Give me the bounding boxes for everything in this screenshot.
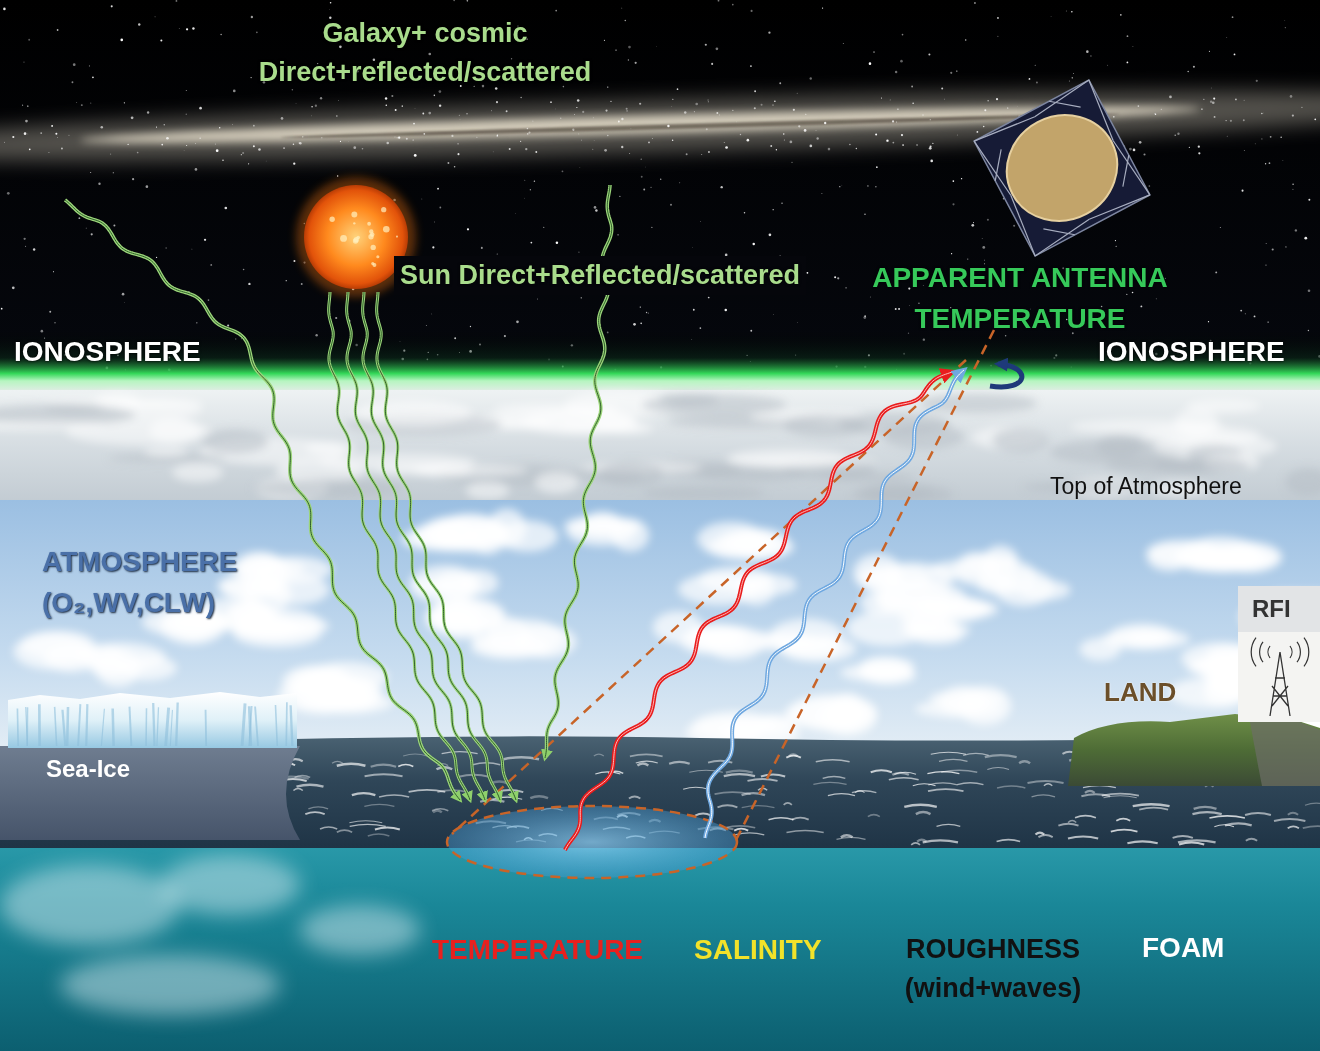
island [1068,714,1320,786]
label-box: Top of Atmosphere [1050,470,1242,503]
rfi-tower-icon [1238,586,1320,722]
label-text: APPARENT ANTENNA TEMPERATURE [830,258,1210,339]
label-text: Galaxy+ cosmic Direct+reflected/scattere… [205,14,645,92]
label-text: FOAM [1142,928,1224,969]
underwater-ice [0,855,420,1015]
label-text: RFI [1252,592,1291,627]
label-text: Sun Direct+Reflected/scattered [394,256,806,295]
label-text: LAND [1104,674,1176,712]
space-background [0,0,1320,500]
label-box: IONOSPHERE [14,332,201,373]
label-text: Top of Atmosphere [1050,470,1242,503]
sea-ice-surface [0,746,300,840]
label-box: Galaxy+ cosmic Direct+reflected/scattere… [205,14,645,92]
antenna-footprint [447,806,737,878]
label-box: Sea-Ice [46,752,130,787]
aurora-limb [0,330,1320,392]
label-text: ROUGHNESS (wind+waves) [878,930,1108,1008]
antenna-reflector [974,80,1150,256]
polarization-rotation-arrow [990,364,1022,387]
label-text: ATMOSPHERE (O₂,WV,CLW) [42,542,312,623]
star-field [1,0,1320,371]
label-box: LAND [1104,674,1176,712]
iceberg [8,692,297,748]
label-box: SALINITY [694,930,822,971]
label-box: ATMOSPHERE (O₂,WV,CLW) [42,542,312,623]
label-box: IONOSPHERE [1098,332,1285,373]
label-box: ROUGHNESS (wind+waves) [878,930,1108,1008]
cloud-texture [0,391,1320,506]
label-box: TEMPERATURE [432,930,643,971]
sky [0,500,1320,760]
label-text: Sea-Ice [46,752,130,787]
label-box: FOAM [1142,928,1224,969]
label-text: TEMPERATURE [432,930,643,971]
label-text: IONOSPHERE [1098,332,1285,373]
antenna-beam-lines [452,330,994,840]
label-text: IONOSPHERE [14,332,201,373]
label-box: Sun Direct+Reflected/scattered [385,256,815,295]
label-box: APPARENT ANTENNA TEMPERATURE [830,258,1210,339]
label-box: RFI [1252,592,1291,627]
radiation-paths-emitted [565,370,964,850]
label-text: SALINITY [694,930,822,971]
